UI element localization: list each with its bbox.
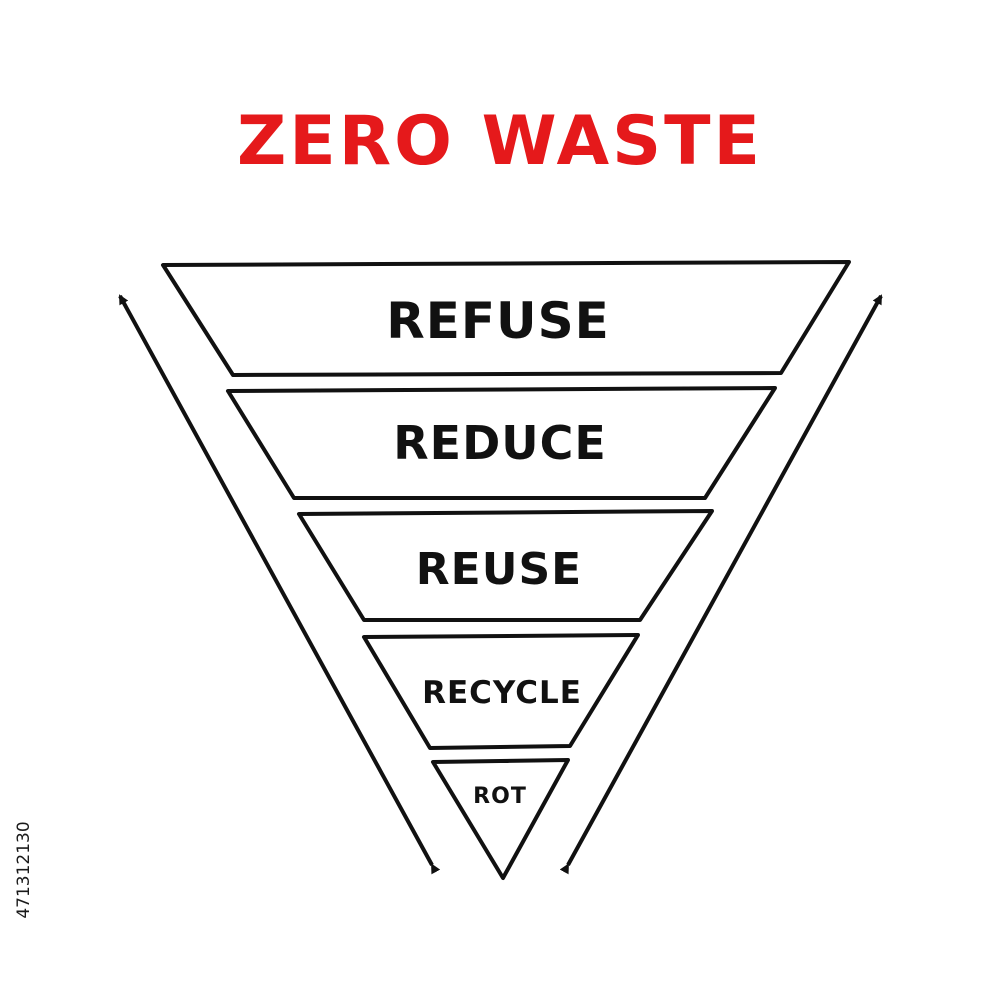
- level-rot-label: ROT: [473, 784, 527, 809]
- level-reduce-label: REDUCE: [393, 416, 607, 470]
- diagram-title: ZERO WASTE: [237, 102, 763, 181]
- level-rot: ROT: [431, 758, 570, 880]
- level-recycle-label: RECYCLE: [422, 675, 582, 711]
- level-refuse-label: REFUSE: [386, 292, 610, 350]
- level-reuse: REUSE: [297, 509, 714, 622]
- level-rot-band: [431, 758, 570, 880]
- level-reuse-label: REUSE: [416, 544, 582, 595]
- right-double-arrow: [559, 294, 883, 875]
- level-refuse: REFUSE: [161, 260, 851, 377]
- stock-id-text: 471312130: [14, 821, 34, 919]
- level-recycle: RECYCLE: [362, 633, 640, 750]
- stock-id-watermark: 471312130: [4, 770, 44, 970]
- level-reduce: REDUCE: [226, 386, 777, 500]
- left-double-arrow: [118, 294, 441, 875]
